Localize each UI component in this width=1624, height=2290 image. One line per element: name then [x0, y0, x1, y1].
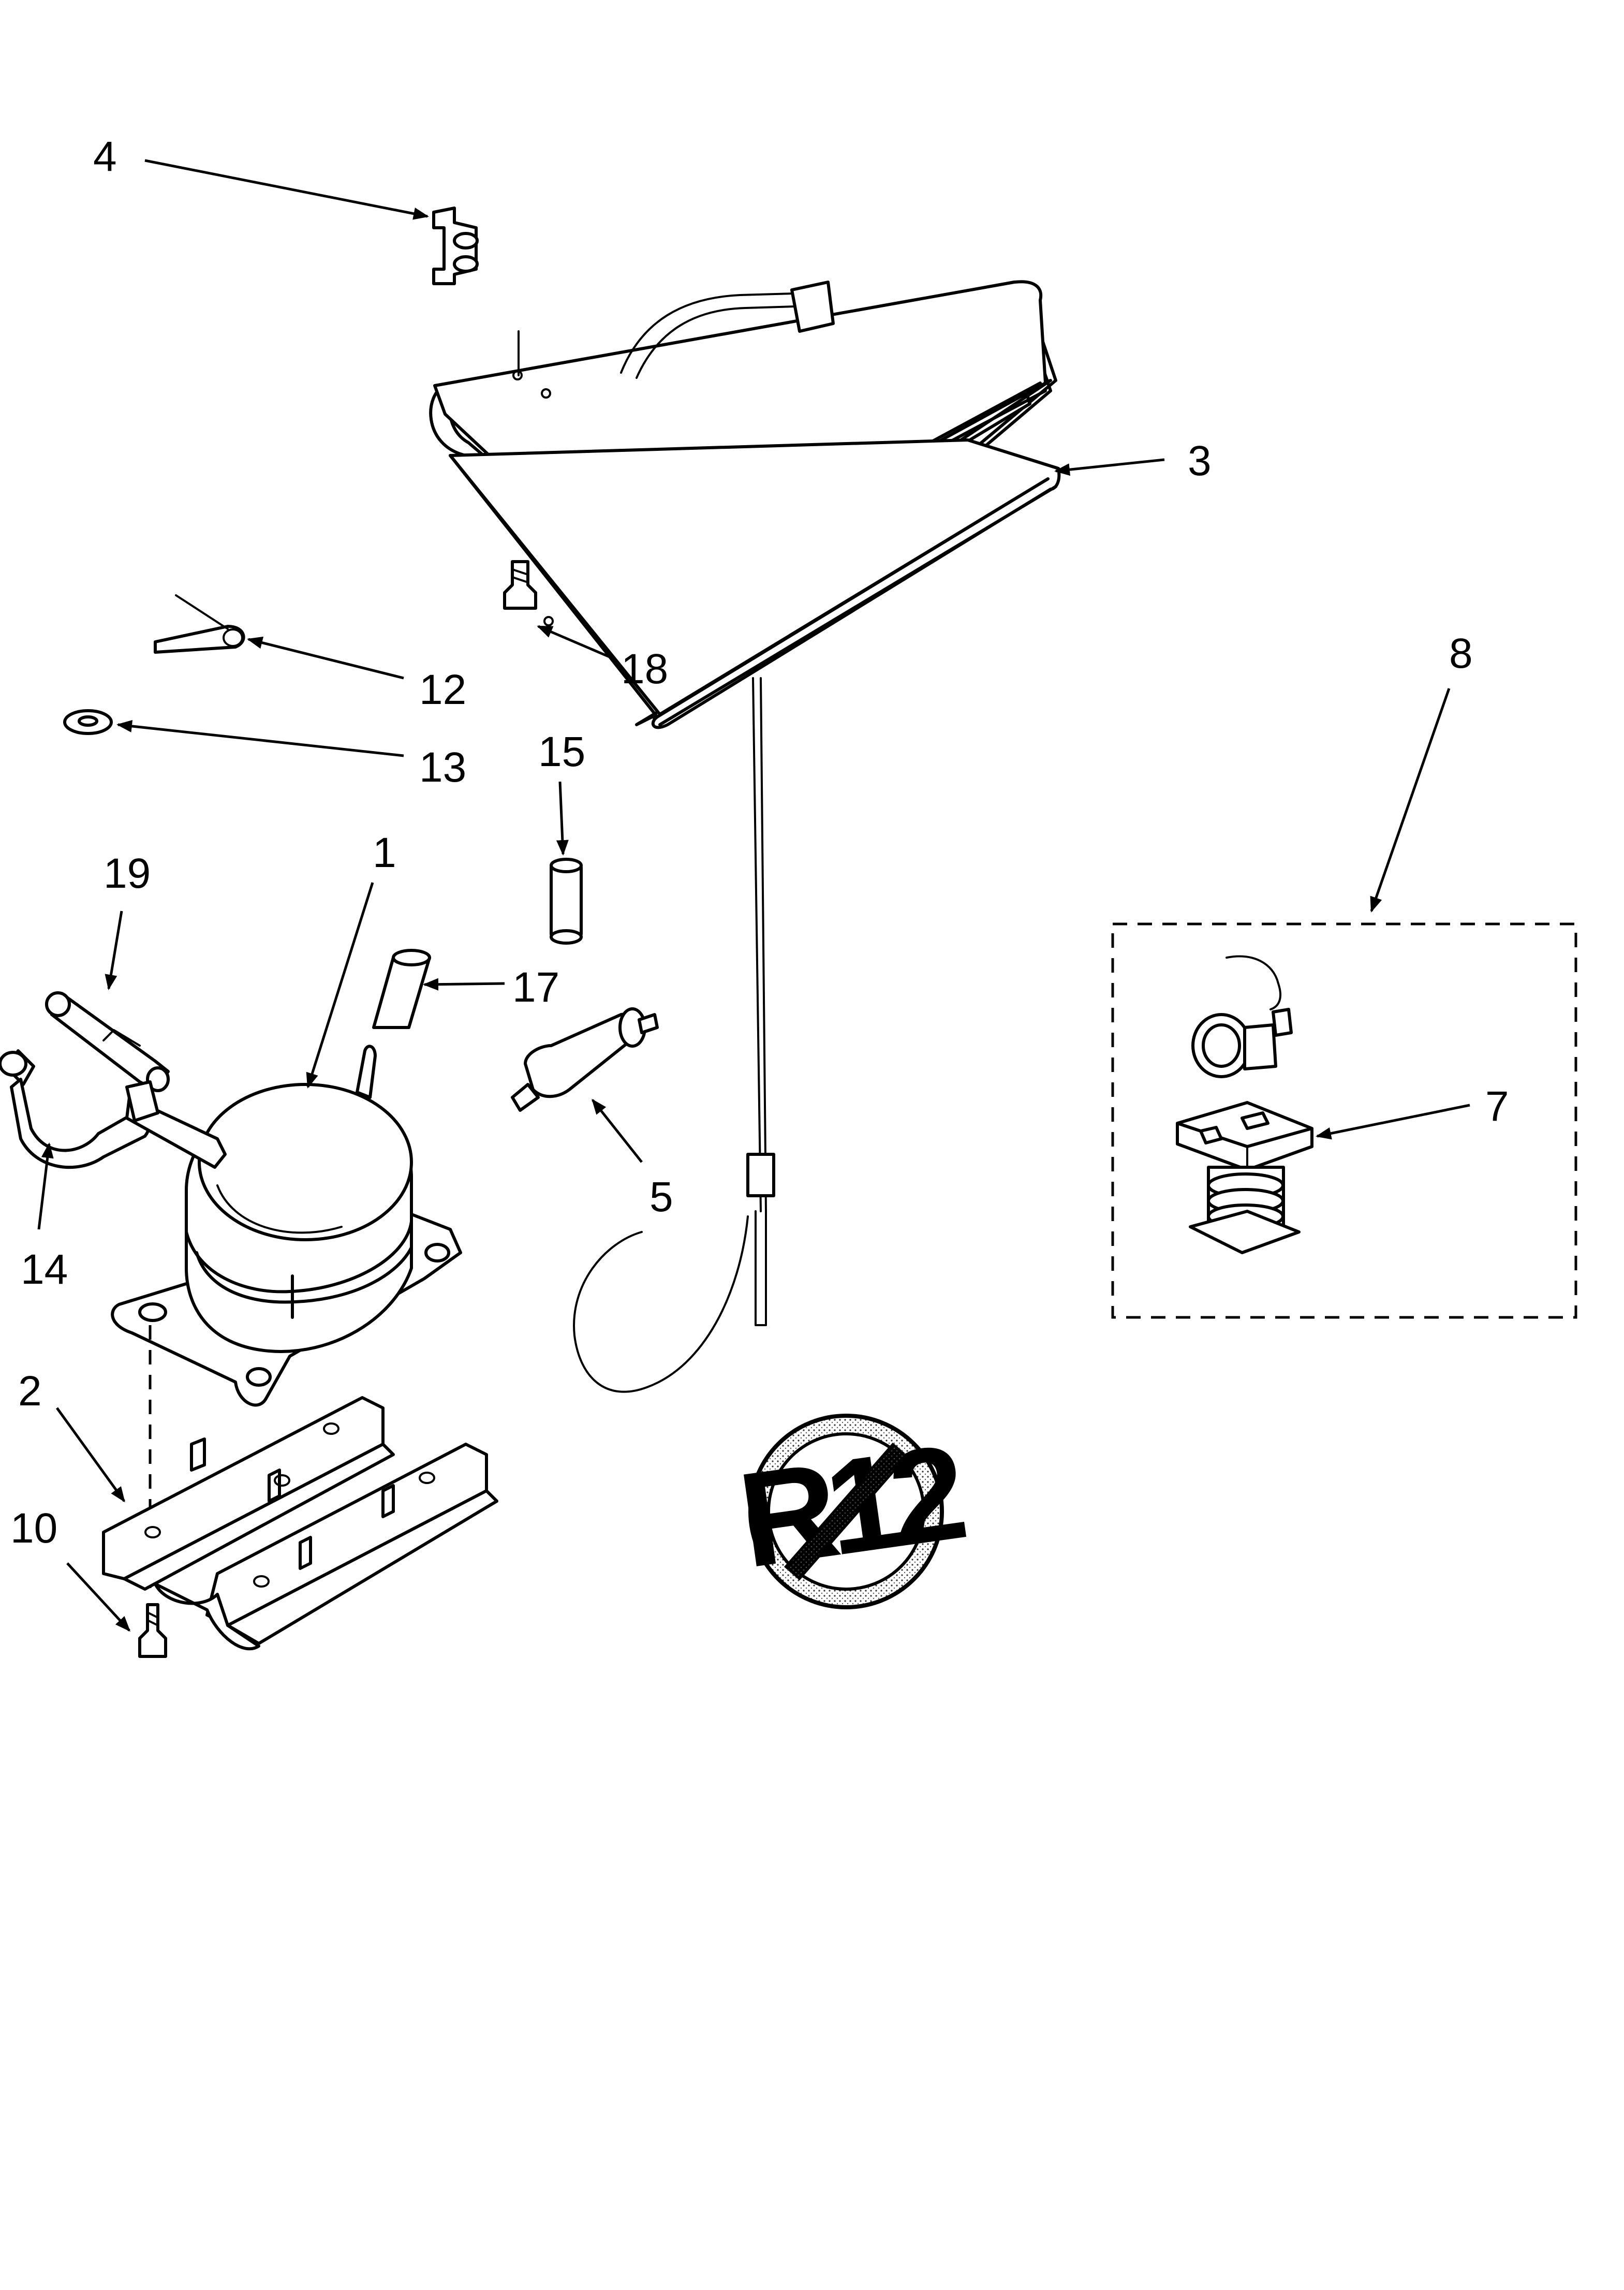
overload-protector [1191, 955, 1293, 1078]
callout-1: 1 [373, 829, 396, 876]
leader-8 [1370, 688, 1451, 913]
leader-14 [37, 1142, 54, 1230]
leader-5 [592, 1098, 643, 1163]
callout-4: 4 [93, 133, 117, 180]
leader-4 [144, 159, 429, 220]
assembly-box-part-8 [1111, 922, 1577, 1319]
leader-7 [1316, 1104, 1470, 1140]
leader-15 [556, 781, 569, 856]
tube-part-17 [372, 949, 431, 1029]
fitting-part-19 [45, 991, 170, 1092]
no-r12-symbol: R12 [731, 1414, 972, 1609]
callout-12: 12 [419, 666, 466, 713]
screw-part-18 [503, 560, 537, 610]
callout-2: 2 [18, 1368, 42, 1415]
callout-18: 18 [621, 645, 668, 693]
callout-14: 14 [21, 1246, 68, 1293]
callout-7: 7 [1485, 1083, 1509, 1130]
callout-17: 17 [512, 964, 559, 1011]
sleeve-part-15 [550, 858, 583, 945]
leader-13 [116, 720, 404, 757]
callout-13: 13 [419, 744, 466, 791]
leader-19 [105, 911, 123, 990]
callout-5: 5 [649, 1173, 673, 1221]
leader-1 [306, 882, 374, 1089]
callout-3: 3 [1188, 437, 1212, 485]
callout-15: 15 [538, 728, 585, 775]
compressor-part-1 [111, 1045, 462, 1407]
leader-2 [55, 1407, 126, 1503]
filter-drier-part-5 [511, 1007, 659, 1112]
evaporator-part-3 [429, 280, 1061, 1393]
callout-10: 10 [10, 1505, 57, 1552]
leader-12 [247, 636, 404, 680]
bracket-part-2 [102, 1396, 498, 1651]
pin-part-12 [154, 594, 245, 654]
leader-3 [1054, 458, 1165, 476]
screw-part-10 [138, 1603, 167, 1658]
clip-part-4 [432, 207, 479, 285]
leader-17 [423, 978, 505, 991]
callout-8: 8 [1449, 630, 1473, 677]
relay-part-7 [1176, 1101, 1313, 1254]
washer-part-13 [63, 709, 113, 735]
leader-18 [537, 625, 611, 659]
callout-19: 19 [104, 850, 151, 897]
leader-10 [66, 1562, 131, 1632]
